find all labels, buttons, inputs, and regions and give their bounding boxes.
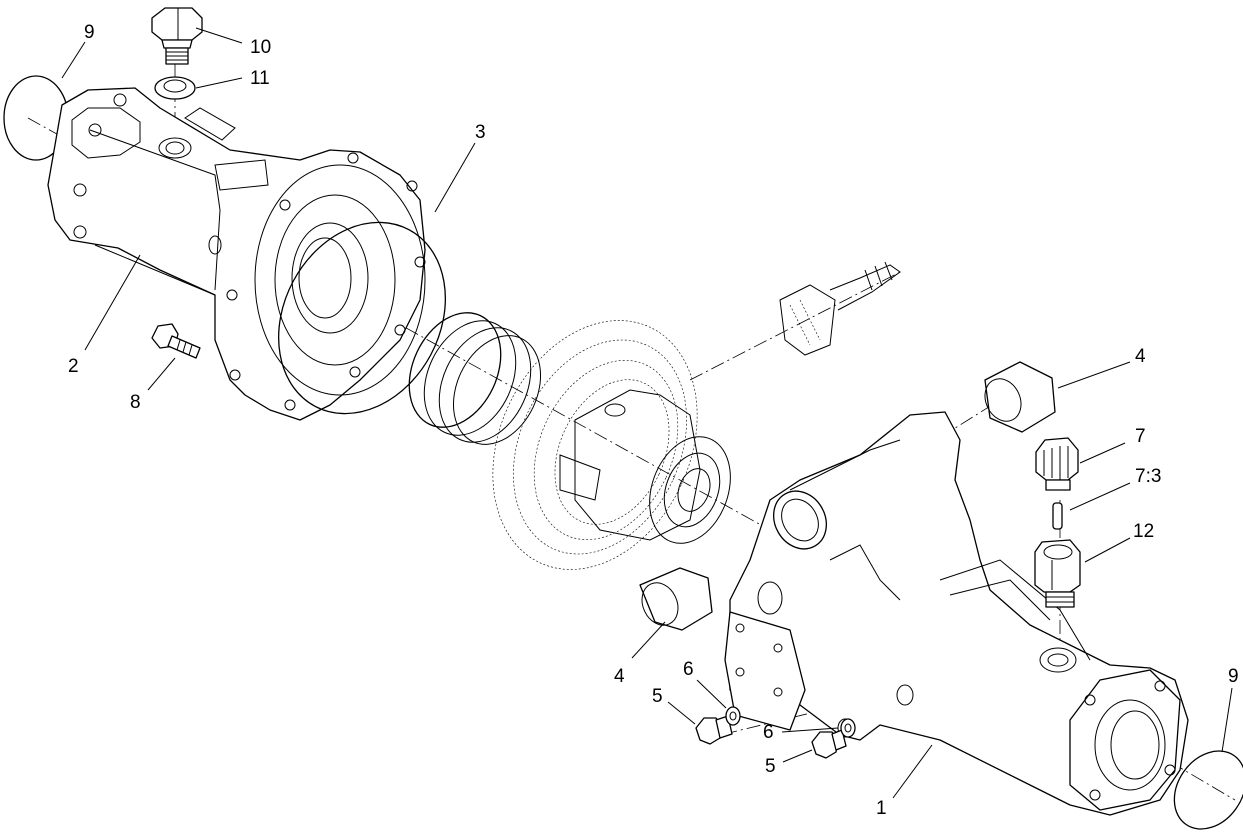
callout-1: 1 [876, 798, 887, 819]
breather-fitting [1034, 539, 1081, 608]
breather-pin [1052, 502, 1063, 530]
callout-9-left: 9 [84, 22, 95, 43]
callout-5-right: 5 [765, 756, 776, 777]
callout-6-left: 6 [683, 659, 694, 680]
bushing-lower [639, 567, 713, 631]
o-ring-right [1173, 750, 1243, 830]
callout-4-upper: 4 [1135, 346, 1146, 367]
callout-9-right: 9 [1228, 666, 1239, 687]
callout-10: 10 [250, 37, 271, 58]
stud-bolt [151, 323, 201, 359]
callout-8: 8 [130, 392, 141, 413]
plug-washer [154, 76, 196, 100]
washer-a [725, 706, 741, 726]
callout-labels: 9 10 11 3 2 8 4 7 7:3 12 4 6 5 6 5 1 9 [68, 22, 1239, 819]
drain-bolt-a [695, 715, 733, 745]
callout-4-lower: 4 [614, 666, 625, 687]
callout-11: 11 [250, 68, 270, 89]
leader-lines [61, 27, 1233, 799]
callout-12: 12 [1133, 521, 1154, 542]
callout-3: 3 [475, 122, 486, 143]
pinion-shaft [779, 261, 901, 356]
callout-7-3: 7:3 [1135, 466, 1161, 487]
breather-cap [1035, 437, 1079, 491]
housing-gasket [278, 221, 446, 415]
left-axle-housing [47, 87, 426, 421]
drain-bolt-b [811, 729, 847, 759]
washer-b [840, 718, 856, 738]
right-axle-housing [724, 411, 1189, 816]
bushing-upper [984, 361, 1056, 433]
fill-plug [151, 7, 203, 65]
callout-6-right: 6 [763, 722, 774, 743]
callout-5-left: 5 [652, 686, 663, 707]
callout-2: 2 [68, 356, 79, 377]
callout-7: 7 [1135, 426, 1146, 447]
bearing-races [408, 312, 542, 445]
